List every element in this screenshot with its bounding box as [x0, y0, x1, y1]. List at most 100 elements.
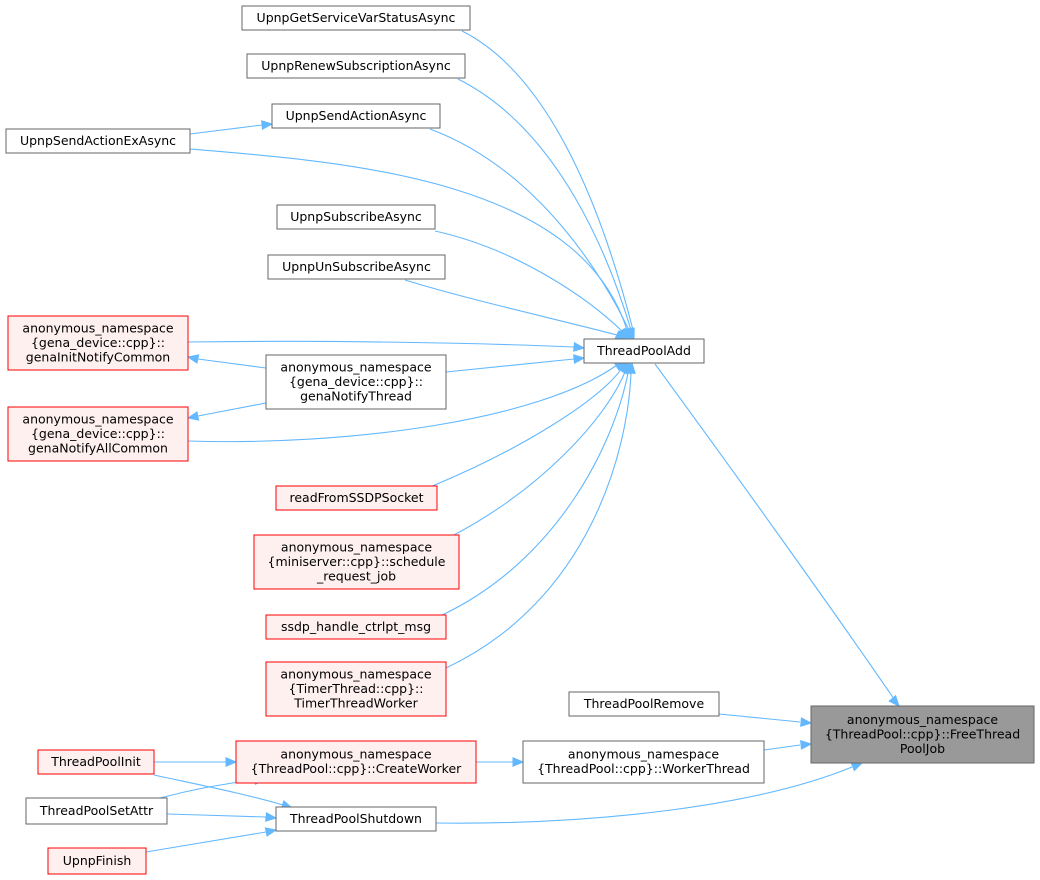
edge-line	[187, 340, 575, 348]
edge-notifythread-to-tpadd	[445, 354, 586, 373]
node-tpinit[interactable]: ThreadPoolInit	[37, 749, 155, 775]
node-label: ThreadPoolAdd	[596, 343, 691, 358]
node-createworker[interactable]: anonymous_namespace{ThreadPool::cpp}::Cr…	[235, 740, 477, 784]
node-box[interactable]	[253, 534, 460, 590]
node-label: ThreadPoolRemove	[583, 696, 705, 711]
node-label: PoolJob	[900, 741, 945, 756]
node-workerthread[interactable]: anonymous_namespace{ThreadPool::cpp}::Wo…	[522, 740, 765, 784]
edge-tpsetattr-to-tpshutdown	[166, 812, 278, 822]
node-timer[interactable]: anonymous_namespace{TimerThread::cpp}::T…	[265, 661, 447, 717]
node-label: anonymous_namespace	[280, 666, 431, 681]
node-box[interactable]	[583, 338, 705, 364]
edge-line	[187, 364, 618, 443]
node-getsvc[interactable]: UpnpGetServiceVarStatusAsync	[241, 5, 471, 31]
edge-arrowhead	[573, 342, 586, 352]
edge-line	[404, 279, 618, 336]
edge-line	[197, 358, 267, 369]
edge-line	[445, 358, 575, 373]
node-subscribe[interactable]: UpnpSubscribeAsync	[276, 204, 436, 230]
edge-notifythread-to-notifyall	[186, 402, 267, 421]
node-label: _request_job	[316, 568, 396, 583]
edge-workerthread-to-freejob	[763, 740, 813, 751]
node-label: {ThreadPool::cpp}::FreeThread	[825, 726, 1020, 741]
node-label: {gena_device::cpp}::	[31, 335, 165, 350]
node-label: UpnpRenewSubscriptionAsync	[261, 58, 451, 73]
node-notifythread[interactable]: anonymous_namespace{gena_device::cpp}::g…	[265, 354, 447, 410]
edge-line	[429, 128, 630, 331]
edge-line	[439, 372, 629, 617]
node-label: {TimerThread::cpp}::	[289, 681, 424, 696]
edge-tpadd-to-freejob	[654, 363, 900, 707]
node-label: ThreadPoolSetAttr	[39, 803, 154, 818]
node-box[interactable]	[265, 354, 447, 410]
node-ssdpctrl[interactable]: ssdp_handle_ctrlpt_msg	[265, 614, 447, 640]
node-tpadd[interactable]: ThreadPoolAdd	[583, 338, 705, 364]
node-label: genaNotifyAllCommon	[28, 440, 168, 455]
edge-line	[457, 78, 632, 331]
node-box[interactable]	[267, 254, 446, 280]
node-tpshutdown[interactable]: ThreadPoolShutdown	[275, 806, 437, 832]
node-sendactex[interactable]: UpnpSendActionExAsync	[5, 128, 191, 154]
edge-line	[445, 372, 632, 669]
edge-line	[654, 363, 895, 700]
node-box[interactable]	[37, 749, 155, 775]
node-unsubscribe[interactable]: UpnpUnSubscribeAsync	[267, 254, 446, 280]
edge-ssdpctrl-to-tpadd	[439, 361, 632, 617]
node-label: ThreadPoolInit	[50, 754, 141, 769]
edge-tpinit-to-createworker	[154, 757, 238, 767]
node-box[interactable]	[275, 485, 438, 511]
node-label: genaNotifyThread	[300, 388, 412, 403]
node-label: anonymous_namespace	[280, 747, 431, 762]
node-label: anonymous_namespace	[281, 539, 432, 554]
node-label: UpnpSendActionAsync	[286, 108, 427, 123]
node-upnpfinish[interactable]: UpnpFinish	[47, 847, 147, 875]
node-box[interactable]	[246, 53, 466, 79]
node-label: {ThreadPool::cpp}::WorkerThread	[537, 761, 750, 776]
node-box[interactable]	[47, 847, 147, 875]
node-box[interactable]	[7, 315, 189, 371]
edge-arrowhead	[512, 757, 525, 767]
node-box[interactable]	[810, 705, 1035, 764]
node-box[interactable]	[241, 5, 471, 31]
node-label: UpnpFinish	[63, 853, 132, 868]
edge-renew-to-tpadd	[457, 78, 634, 341]
node-initnotify[interactable]: anonymous_namespace{gena_device::cpp}::g…	[7, 315, 189, 371]
edge-arrowhead	[265, 812, 278, 822]
node-box[interactable]	[235, 740, 477, 784]
node-readssdp[interactable]: readFromSSDPSocket	[275, 485, 438, 511]
node-renew[interactable]: UpnpRenewSubscriptionAsync	[246, 53, 466, 79]
node-schedule[interactable]: anonymous_namespace{miniserver::cpp}::sc…	[253, 534, 460, 590]
node-tpremove[interactable]: ThreadPoolRemove	[568, 691, 720, 717]
node-box[interactable]	[5, 128, 191, 154]
node-box[interactable]	[271, 103, 441, 129]
node-freejob[interactable]: anonymous_namespace{ThreadPool::cpp}::Fr…	[810, 705, 1035, 764]
edge-arrowhead	[850, 762, 864, 772]
node-label: TimerThreadWorker	[293, 695, 418, 710]
edge-line	[451, 371, 626, 537]
node-box[interactable]	[7, 406, 189, 462]
node-notifyall[interactable]: anonymous_namespace{gena_device::cpp}::g…	[7, 406, 189, 462]
edge-notifythread-to-initnotify	[186, 354, 267, 369]
node-box[interactable]	[276, 204, 436, 230]
node-box[interactable]	[568, 691, 720, 717]
edge-arrowhead	[264, 827, 278, 837]
node-sendact[interactable]: UpnpSendActionAsync	[271, 103, 441, 129]
edge-arrowhead	[888, 694, 900, 707]
node-box[interactable]	[522, 740, 765, 784]
node-label: {miniserver::cpp}::schedule	[268, 554, 446, 569]
node-label: anonymous_namespace	[568, 747, 719, 762]
node-box[interactable]	[265, 614, 447, 640]
node-label: ssdp_handle_ctrlpt_msg	[281, 619, 431, 634]
edge-sendactex-to-tpadd	[189, 148, 631, 341]
node-box[interactable]	[265, 661, 447, 717]
node-label: UpnpGetServiceVarStatusAsync	[257, 10, 456, 25]
edge-arrowhead	[800, 717, 813, 727]
node-tpsetattr[interactable]: ThreadPoolSetAttr	[25, 797, 168, 825]
edge-line	[718, 713, 801, 723]
edge-unsubscribe-to-tpadd	[404, 279, 628, 340]
node-box[interactable]	[275, 806, 437, 832]
edge-createworker-to-workerthread	[476, 757, 525, 767]
node-box[interactable]	[25, 797, 168, 825]
edge-getsvc-to-tpadd	[461, 30, 635, 341]
edge-line	[763, 744, 801, 751]
